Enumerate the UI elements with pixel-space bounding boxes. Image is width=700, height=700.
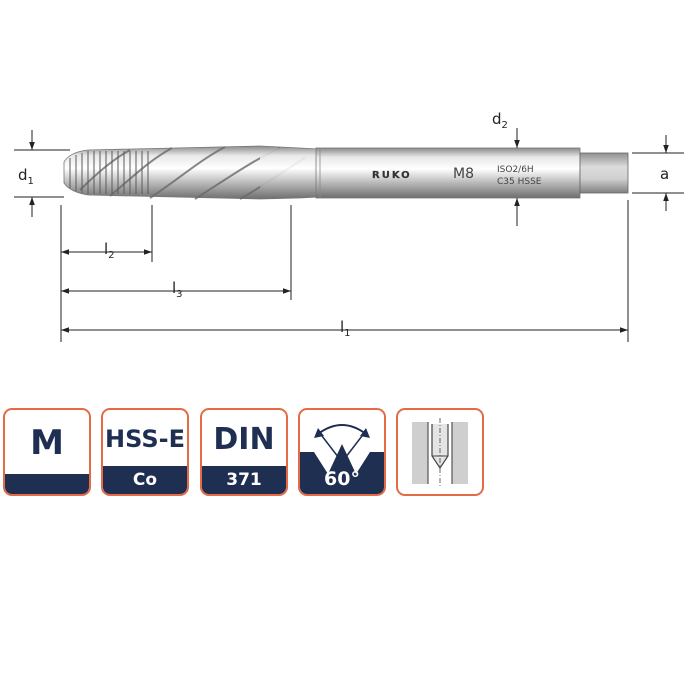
material-badge: HSS-E Co — [101, 408, 189, 496]
standard-badge: DIN 371 — [200, 408, 288, 496]
tolerance-marking: ISO2/6H — [497, 165, 534, 175]
thread-type-badge: M — [3, 408, 91, 496]
standard-number: 371 — [202, 466, 286, 494]
standard-label: DIN — [213, 421, 275, 457]
d1-dimension — [14, 130, 70, 217]
l2-label: l2 — [104, 240, 115, 261]
through-hole-badge — [396, 408, 484, 496]
l3-label: l3 — [172, 279, 183, 300]
thread-angle-badge: 60° — [298, 408, 386, 496]
a-dimension — [632, 135, 684, 211]
d2-label: d2 — [492, 110, 508, 131]
thread-teeth — [69, 151, 149, 194]
material-sub-label: Co — [103, 466, 187, 494]
tap-body: RUKO M8 ISO2/6H C35 HSSE — [63, 145, 629, 200]
neck — [260, 146, 318, 199]
a-label: a — [660, 165, 669, 183]
through-hole-icon — [412, 418, 468, 488]
d1-label: d1 — [18, 166, 34, 187]
material-marking: C35 HSSE — [497, 177, 542, 187]
length-extension-lines — [60, 200, 629, 342]
brand-marking: RUKO — [372, 170, 412, 181]
l1-label: l1 — [340, 318, 351, 339]
thread-type-band — [5, 474, 89, 494]
tap-technical-drawing: RUKO M8 ISO2/6H C35 HSSE d1 d2 a l2 l3 l… — [14, 110, 684, 342]
shank — [315, 147, 581, 199]
material-label: HSS-E — [105, 425, 185, 453]
thread-type-label: M — [30, 423, 64, 463]
thread-angle-label: 60° — [324, 468, 360, 490]
size-marking: M8 — [453, 166, 474, 182]
square-drive — [579, 152, 629, 194]
thread-angle-icon — [300, 424, 384, 494]
